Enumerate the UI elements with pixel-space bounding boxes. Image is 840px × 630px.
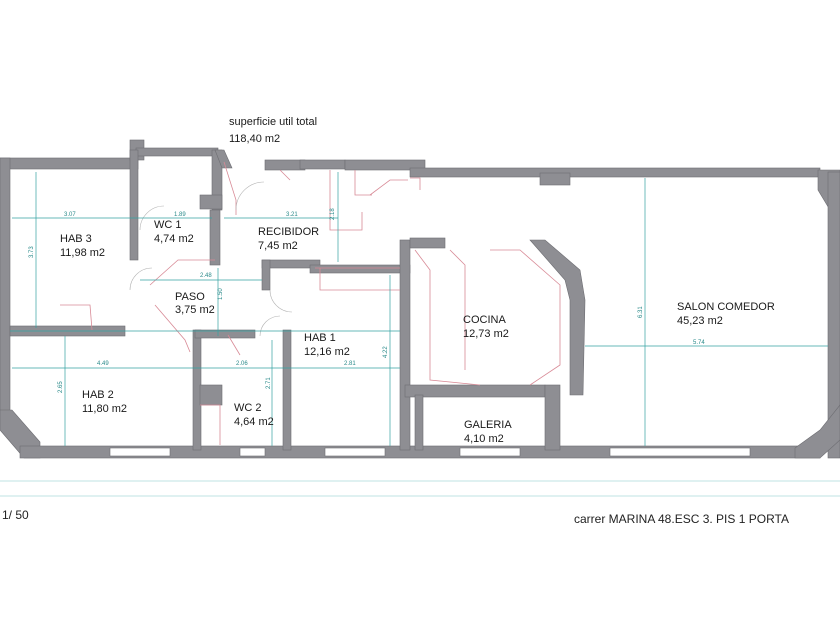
scale-label: 1/ 50 (2, 508, 29, 522)
dim-hab3-width: 3.07 (64, 212, 76, 218)
dim-wc2-depth: 2.71 (266, 377, 272, 389)
dim-recib-width: 3.21 (286, 212, 298, 218)
room-area-hab2: 11,80 m2 (82, 403, 127, 415)
room-name-hab1: HAB 1 (304, 332, 336, 344)
room-name-cocina: COCINA (463, 314, 506, 326)
dim-hab2-depth: 2.65 (58, 381, 64, 393)
room-area-wc1: 4,74 m2 (154, 233, 194, 245)
total-area-title: superficie util total (229, 116, 317, 128)
room-name-recibidor: RECIBIDOR (258, 226, 319, 238)
dim-wc2-width: 2.06 (236, 361, 248, 367)
detail-lines (60, 161, 561, 445)
room-area-salon: 45,23 m2 (677, 315, 723, 327)
room-name-paso: PASO (175, 291, 205, 303)
room-area-hab3: 11,98 m2 (60, 247, 105, 259)
dim-paso-depth: 1.50 (218, 288, 224, 300)
dim-recib-depth: 2.18 (330, 208, 336, 220)
dim-hab1-width: 2.81 (344, 361, 356, 367)
door-swings (129, 181, 293, 337)
walls (0, 139, 840, 459)
dim-salon-depth: 6.31 (638, 306, 644, 318)
room-labels: HAB 3 11,98 m2 WC 1 4,74 m2 RECIBIDOR 7,… (60, 219, 775, 445)
dim-hab3-depth: 3.73 (29, 246, 35, 258)
room-area-paso: 3,75 m2 (175, 304, 215, 316)
total-area-value: 118,40 m2 (229, 133, 280, 145)
dim-hab1-depth: 4.22 (383, 346, 389, 358)
address-label: carrer MARINA 48.ESC 3. PIS 1 PORTA (574, 512, 789, 526)
dimension-labels: 3.07 1.89 3.21 2.18 3.73 2.48 1.50 4.49 … (29, 208, 705, 393)
room-name-salon: SALON COMEDOR (677, 301, 775, 313)
room-name-hab3: HAB 3 (60, 233, 92, 245)
dim-wc1-width: 1.89 (174, 212, 186, 218)
room-name-hab2: HAB 2 (82, 389, 114, 401)
room-area-hab1: 12,16 m2 (304, 346, 350, 358)
room-area-recibidor: 7,45 m2 (258, 240, 298, 252)
room-area-wc2: 4,64 m2 (234, 416, 274, 428)
room-area-galeria: 4,10 m2 (464, 433, 504, 445)
dimension-lines (10, 172, 828, 446)
room-area-cocina: 12,73 m2 (463, 328, 509, 340)
dim-salon-width: 5.74 (693, 340, 705, 346)
room-name-wc2: WC 2 (234, 402, 262, 414)
dim-paso-width: 2.48 (200, 273, 212, 279)
dim-hab2-width: 4.49 (97, 361, 109, 367)
room-name-wc1: WC 1 (154, 219, 182, 231)
room-name-galeria: GALERIA (464, 419, 512, 431)
windows (109, 447, 751, 457)
